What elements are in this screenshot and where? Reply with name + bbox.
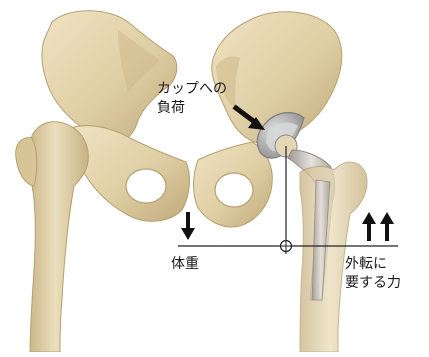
left-obturator-foramen xyxy=(126,169,166,203)
double-up-arrow-icon xyxy=(362,212,394,241)
down-arrow-icon xyxy=(181,212,195,240)
fulcrum-circle-icon xyxy=(281,241,292,252)
left-pubis xyxy=(70,126,189,222)
abductor-force-label-line1: 外転に xyxy=(345,255,401,274)
cup-load-label-line2: 負荷 xyxy=(157,99,227,118)
abductor-force-label-line2: 要する力 xyxy=(345,274,401,293)
body-weight-label: 体重 xyxy=(171,255,199,274)
abductor-force-label: 外転に 要する力 xyxy=(345,255,401,293)
cup-load-label: カップへの 負荷 xyxy=(157,80,227,118)
left-greater-trochanter xyxy=(16,138,37,186)
left-femur xyxy=(28,122,88,352)
right-obturator-foramen xyxy=(215,173,253,207)
cup-load-label-line1: カップへの xyxy=(157,80,227,99)
